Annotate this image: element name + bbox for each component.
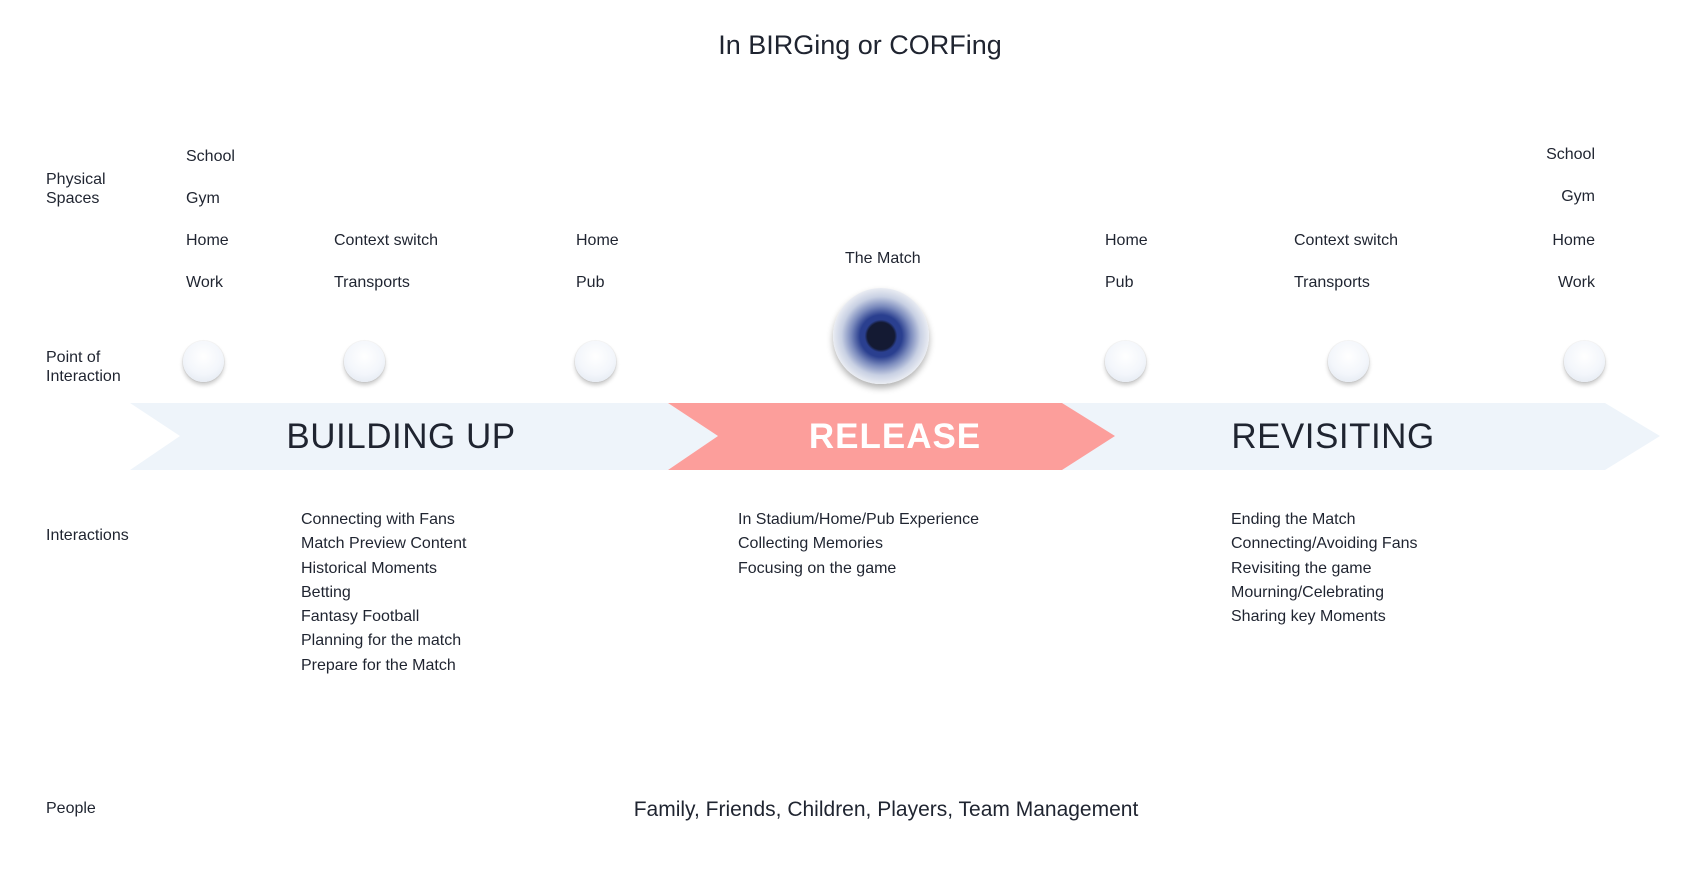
space-end-school: School — [1546, 146, 1595, 163]
list-item: Historical Moments — [301, 559, 438, 577]
space-start-home: Home — [186, 232, 229, 249]
list-item: Ending the Match — [1231, 511, 1356, 528]
space-pre-context-switch: Context switch — [334, 232, 439, 249]
stage-building-up: BUILDING UP — [286, 417, 516, 456]
list-item: Focusing on the game — [738, 559, 897, 577]
interaction-point-start — [183, 341, 224, 382]
list-item: Prepare for the Match — [301, 656, 456, 674]
band-revisiting-shape — [1062, 403, 1660, 470]
interaction-point-the-match — [833, 288, 929, 384]
space-post-transports: Transports — [1294, 274, 1370, 291]
list-item: Mourning/Celebrating — [1231, 583, 1384, 601]
interaction-point-post-context — [1328, 341, 1369, 382]
space-post-home: Home — [1105, 232, 1148, 249]
space-start-gym: Gym — [186, 190, 220, 207]
space-start-school: School — [186, 148, 235, 165]
interaction-point-post-venue — [1105, 341, 1146, 382]
interaction-point-pre-venue — [575, 341, 616, 382]
row-label-people: People — [46, 800, 96, 817]
stage-release: RELEASE — [808, 417, 982, 456]
interactions-revisiting-list: Ending the Match Connecting/Avoiding Fan… — [1231, 508, 1418, 629]
space-post-context-switch: Context switch — [1294, 232, 1399, 249]
interactions-release-list: In Stadium/Home/Pub Experience Collectin… — [738, 508, 979, 581]
row-label-interactions: Interactions — [46, 527, 129, 544]
list-item: Fantasy Football — [301, 608, 420, 626]
list-item: Connecting/Avoiding Fans — [1231, 535, 1418, 553]
space-post-pub: Pub — [1105, 274, 1134, 291]
list-item: Sharing key Moments — [1231, 608, 1386, 626]
space-end-home: Home — [1552, 232, 1595, 249]
interaction-point-end — [1564, 341, 1605, 382]
space-pre-pub: Pub — [576, 274, 605, 291]
interaction-point-pre-context — [344, 341, 385, 382]
space-start-work: Work — [186, 274, 224, 291]
list-item: Connecting with Fans — [301, 511, 455, 528]
space-the-match: The Match — [845, 250, 921, 267]
row-label-point-of-interaction: Point of Interaction — [46, 349, 121, 385]
list-item: Betting — [301, 583, 351, 601]
space-end-work: Work — [1557, 274, 1595, 291]
list-item: Match Preview Content — [301, 535, 467, 553]
row-label-physical-spaces: Physical Spaces — [46, 171, 106, 207]
space-pre-transports: Transports — [334, 274, 410, 291]
people-list: Family, Friends, Children, Players, Team… — [633, 798, 1139, 821]
list-item: In Stadium/Home/Pub Experience — [738, 511, 980, 528]
stage-revisiting: REVISITING — [1231, 417, 1435, 456]
diagram-title: In BIRGing or CORFing — [718, 30, 1002, 60]
space-end-gym: Gym — [1561, 188, 1595, 205]
band-release-shape — [668, 403, 1115, 470]
list-item: Collecting Memories — [738, 535, 883, 553]
list-item: Planning for the match — [301, 632, 462, 650]
interactions-building-up-list: Connecting with Fans Match Preview Conte… — [301, 508, 466, 678]
space-pre-home: Home — [576, 232, 619, 249]
band-building-up-shape — [130, 403, 718, 470]
list-item: Revisiting the game — [1231, 559, 1372, 577]
